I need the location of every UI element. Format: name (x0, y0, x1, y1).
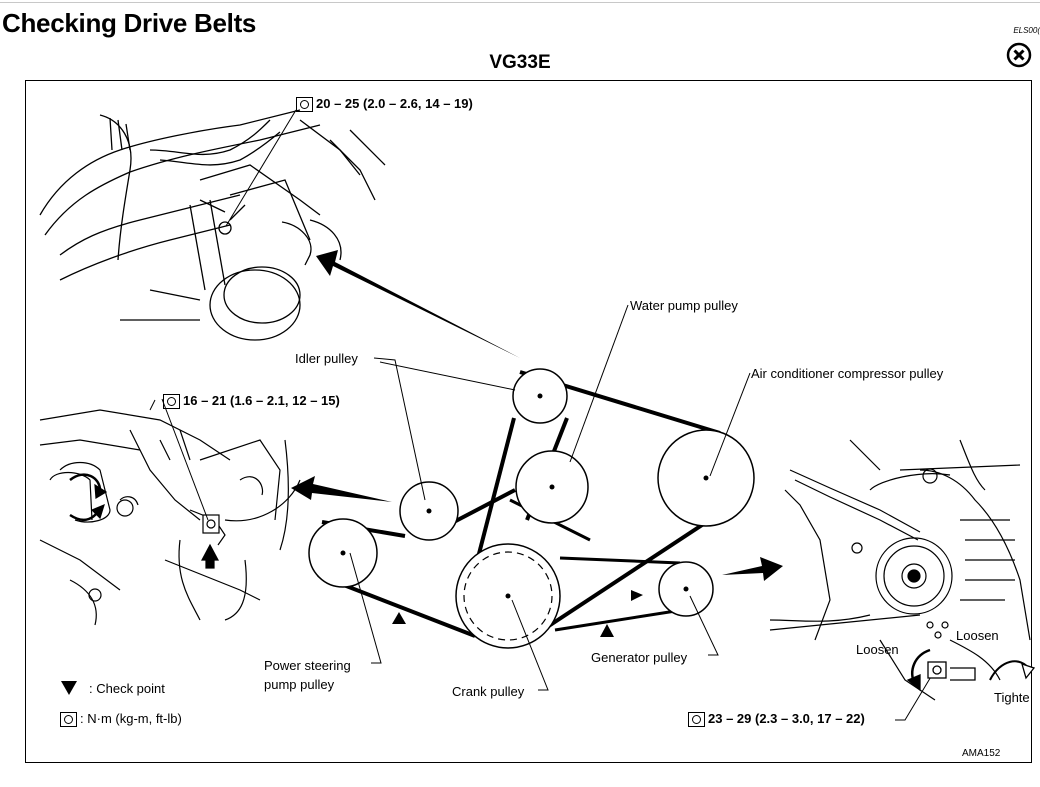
engine-label: VG33E (489, 52, 551, 73)
radiator-area-illustration (39, 109, 386, 341)
crank-pulley-label: Crank pulley (452, 684, 525, 699)
torque-wrench-icon (296, 97, 313, 113)
page-title: Checking Drive Belts (2, 8, 257, 38)
legend-torque: : N·m (kg-m, ft-lb) (60, 711, 182, 728)
torque-left-value: 16 – 21 (1.6 – 2.1, 12 – 15) (183, 393, 340, 408)
torque-wrench-icon (60, 712, 77, 728)
torque-top: 20 – 25 (2.0 – 2.6, 14 – 19) (296, 96, 473, 113)
loosen-label-left: Loosen (856, 642, 899, 657)
torque-right: 23 – 29 (2.3 – 3.0, 17 – 22) (688, 711, 865, 728)
torque-right-value: 23 – 29 (2.3 – 3.0, 17 – 22) (708, 711, 865, 726)
ac-compressor-pulley-label: Air conditioner compressor pulley (751, 366, 944, 381)
torque-wrench-icon (163, 394, 180, 410)
torque-left: 16 – 21 (1.6 – 2.1, 12 – 15) (163, 393, 340, 410)
generator-illustration (769, 439, 1031, 701)
power-steering-area-illustration (39, 409, 301, 626)
torque-top-value: 20 – 25 (2.0 – 2.6, 14 – 19) (316, 96, 473, 111)
pulleys (308, 368, 755, 649)
power-steering-pulley-label-line2: pump pulley (264, 677, 335, 692)
check-point-legend-marker (61, 681, 77, 695)
document-code: ELS00( (1013, 26, 1040, 35)
figure-code: AMA152 (962, 748, 1001, 759)
generator-adjusting-bolt (906, 648, 1036, 692)
power-steering-pulley-label-line1: Power steering (264, 658, 351, 673)
close-icon[interactable] (1006, 42, 1032, 68)
tighten-label: Tighte (994, 690, 1030, 705)
legend-check-point: : Check point (89, 681, 165, 696)
loosen-label-right: Loosen (956, 628, 999, 643)
legend-torque-text: : N·m (kg-m, ft-lb) (80, 711, 182, 726)
check-point-markers (392, 590, 643, 637)
idler-pulley-label: Idler pulley (295, 351, 358, 366)
water-pump-pulley-label: Water pump pulley (630, 298, 738, 313)
generator-pulley-label: Generator pulley (591, 650, 688, 665)
adjusting-bolt-left (69, 473, 220, 569)
diagram-frame (25, 80, 1032, 763)
torque-wrench-icon (688, 712, 705, 728)
top-rule (0, 2, 1040, 3)
